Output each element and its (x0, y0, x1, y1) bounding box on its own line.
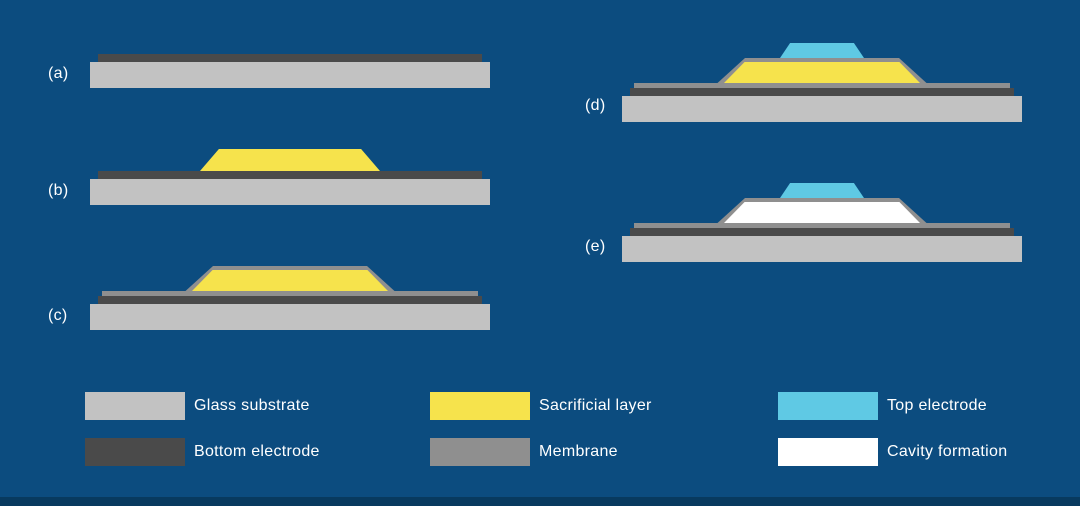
legend-label-membrane: Membrane (539, 443, 618, 460)
bottom-electrode-layer (98, 171, 482, 179)
panel-e (622, 183, 1022, 262)
bottom-electrode-layer (98, 296, 482, 304)
legend-swatch-membrane (430, 438, 530, 466)
bottom-electrode-layer (630, 88, 1014, 96)
top-electrode-layer (780, 43, 864, 58)
legend-item-top-electrode: Top electrode (778, 392, 987, 420)
top-electrode-layer (780, 183, 864, 198)
legend-label-glass-substrate: Glass substrate (194, 397, 310, 414)
bottom-electrode-layer (98, 54, 482, 62)
legend-swatch-top-electrode (778, 392, 878, 420)
glass-substrate-layer (90, 304, 490, 330)
legend-swatch-bottom-electrode (85, 438, 185, 466)
glass-substrate-layer (90, 179, 490, 205)
panel-label-a: (a) (48, 65, 69, 82)
legend-swatch-sacrificial-layer (430, 392, 530, 420)
bottom-electrode-layer (630, 228, 1014, 236)
glass-substrate-layer (90, 62, 490, 88)
glass-substrate-layer (622, 96, 1022, 122)
panel-d (622, 43, 1022, 122)
legend-label-sacrificial-layer: Sacrificial layer (539, 397, 652, 414)
panel-c (90, 266, 490, 330)
panel-label-e: (e) (585, 238, 606, 255)
legend-label-bottom-electrode: Bottom electrode (194, 443, 320, 460)
sacrificial-layer (192, 270, 388, 291)
sacrificial-layer (200, 149, 380, 171)
legend-label-cavity-formation: Cavity formation (887, 443, 1008, 460)
panel-b (90, 149, 490, 205)
legend-item-glass-substrate: Glass substrate (85, 392, 310, 420)
legend-item-cavity-formation: Cavity formation (778, 438, 1007, 466)
bottom-border-bar (0, 497, 1080, 506)
glass-substrate-layer (622, 236, 1022, 262)
panel-a (90, 54, 490, 88)
legend-label-top-electrode: Top electrode (887, 397, 987, 414)
legend-swatch-cavity-formation (778, 438, 878, 466)
legend-swatch-glass-substrate (85, 392, 185, 420)
panel-label-c: (c) (48, 307, 68, 324)
legend-item-membrane: Membrane (430, 438, 618, 466)
sacrificial-layer (724, 62, 920, 83)
legend-item-bottom-electrode: Bottom electrode (85, 438, 320, 466)
legend-item-sacrificial-layer: Sacrificial layer (430, 392, 652, 420)
panel-label-d: (d) (585, 97, 606, 114)
panel-label-b: (b) (48, 182, 69, 199)
cavity-layer (724, 202, 920, 223)
